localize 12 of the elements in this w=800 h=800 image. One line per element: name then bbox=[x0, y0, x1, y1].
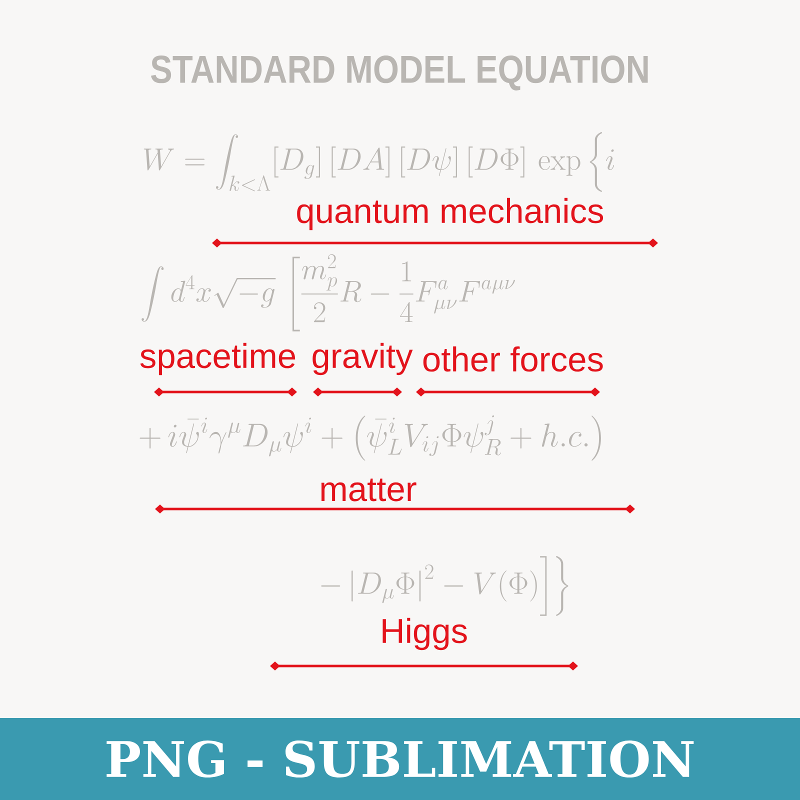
annotation-label: gravity bbox=[312, 342, 413, 376]
annotation-label: spacetime bbox=[140, 342, 296, 376]
title: STANDARD MODEL EQUATION bbox=[151, 56, 648, 90]
equation: $\left.\left.-\left|D_\mu\Phi\right|^2-V(\Phi)\vphantom{\int_{k<\Lambda}}\right]\right\}$ bbox=[321, 556, 568, 616]
equation: $\int d^4x\sqrt{-g}\,\left[\frac{m_p^2}{2}R-\frac{1}{4}F^a_{\mu\nu}F^{a\mu\nu}\right.$ bbox=[142, 254, 515, 332]
annotation-label: Higgs bbox=[382, 618, 467, 650]
equation: $W = \int_{k<\Lambda} [D_g]\,[DA]\,[D\psi]\,[D\Phi]\,\exp\left\{\vphantom{\int_{k<\Lambda}} i\right.$ bbox=[144, 132, 614, 192]
annotation-label: quantum mechanics bbox=[297, 198, 604, 230]
banner: PNG - SUBLIMATION bbox=[0, 718, 800, 800]
equation: $+\,i\bar{\psi}^i\gamma^\mu D_\mu\psi^i+\left(\bar{\psi}^i_L V_{ij}\Phi\psi^j_R+h.c.\right)$ bbox=[140, 415, 601, 461]
annotation-label: other forces bbox=[423, 346, 603, 372]
annotation-label: matter bbox=[321, 478, 416, 502]
